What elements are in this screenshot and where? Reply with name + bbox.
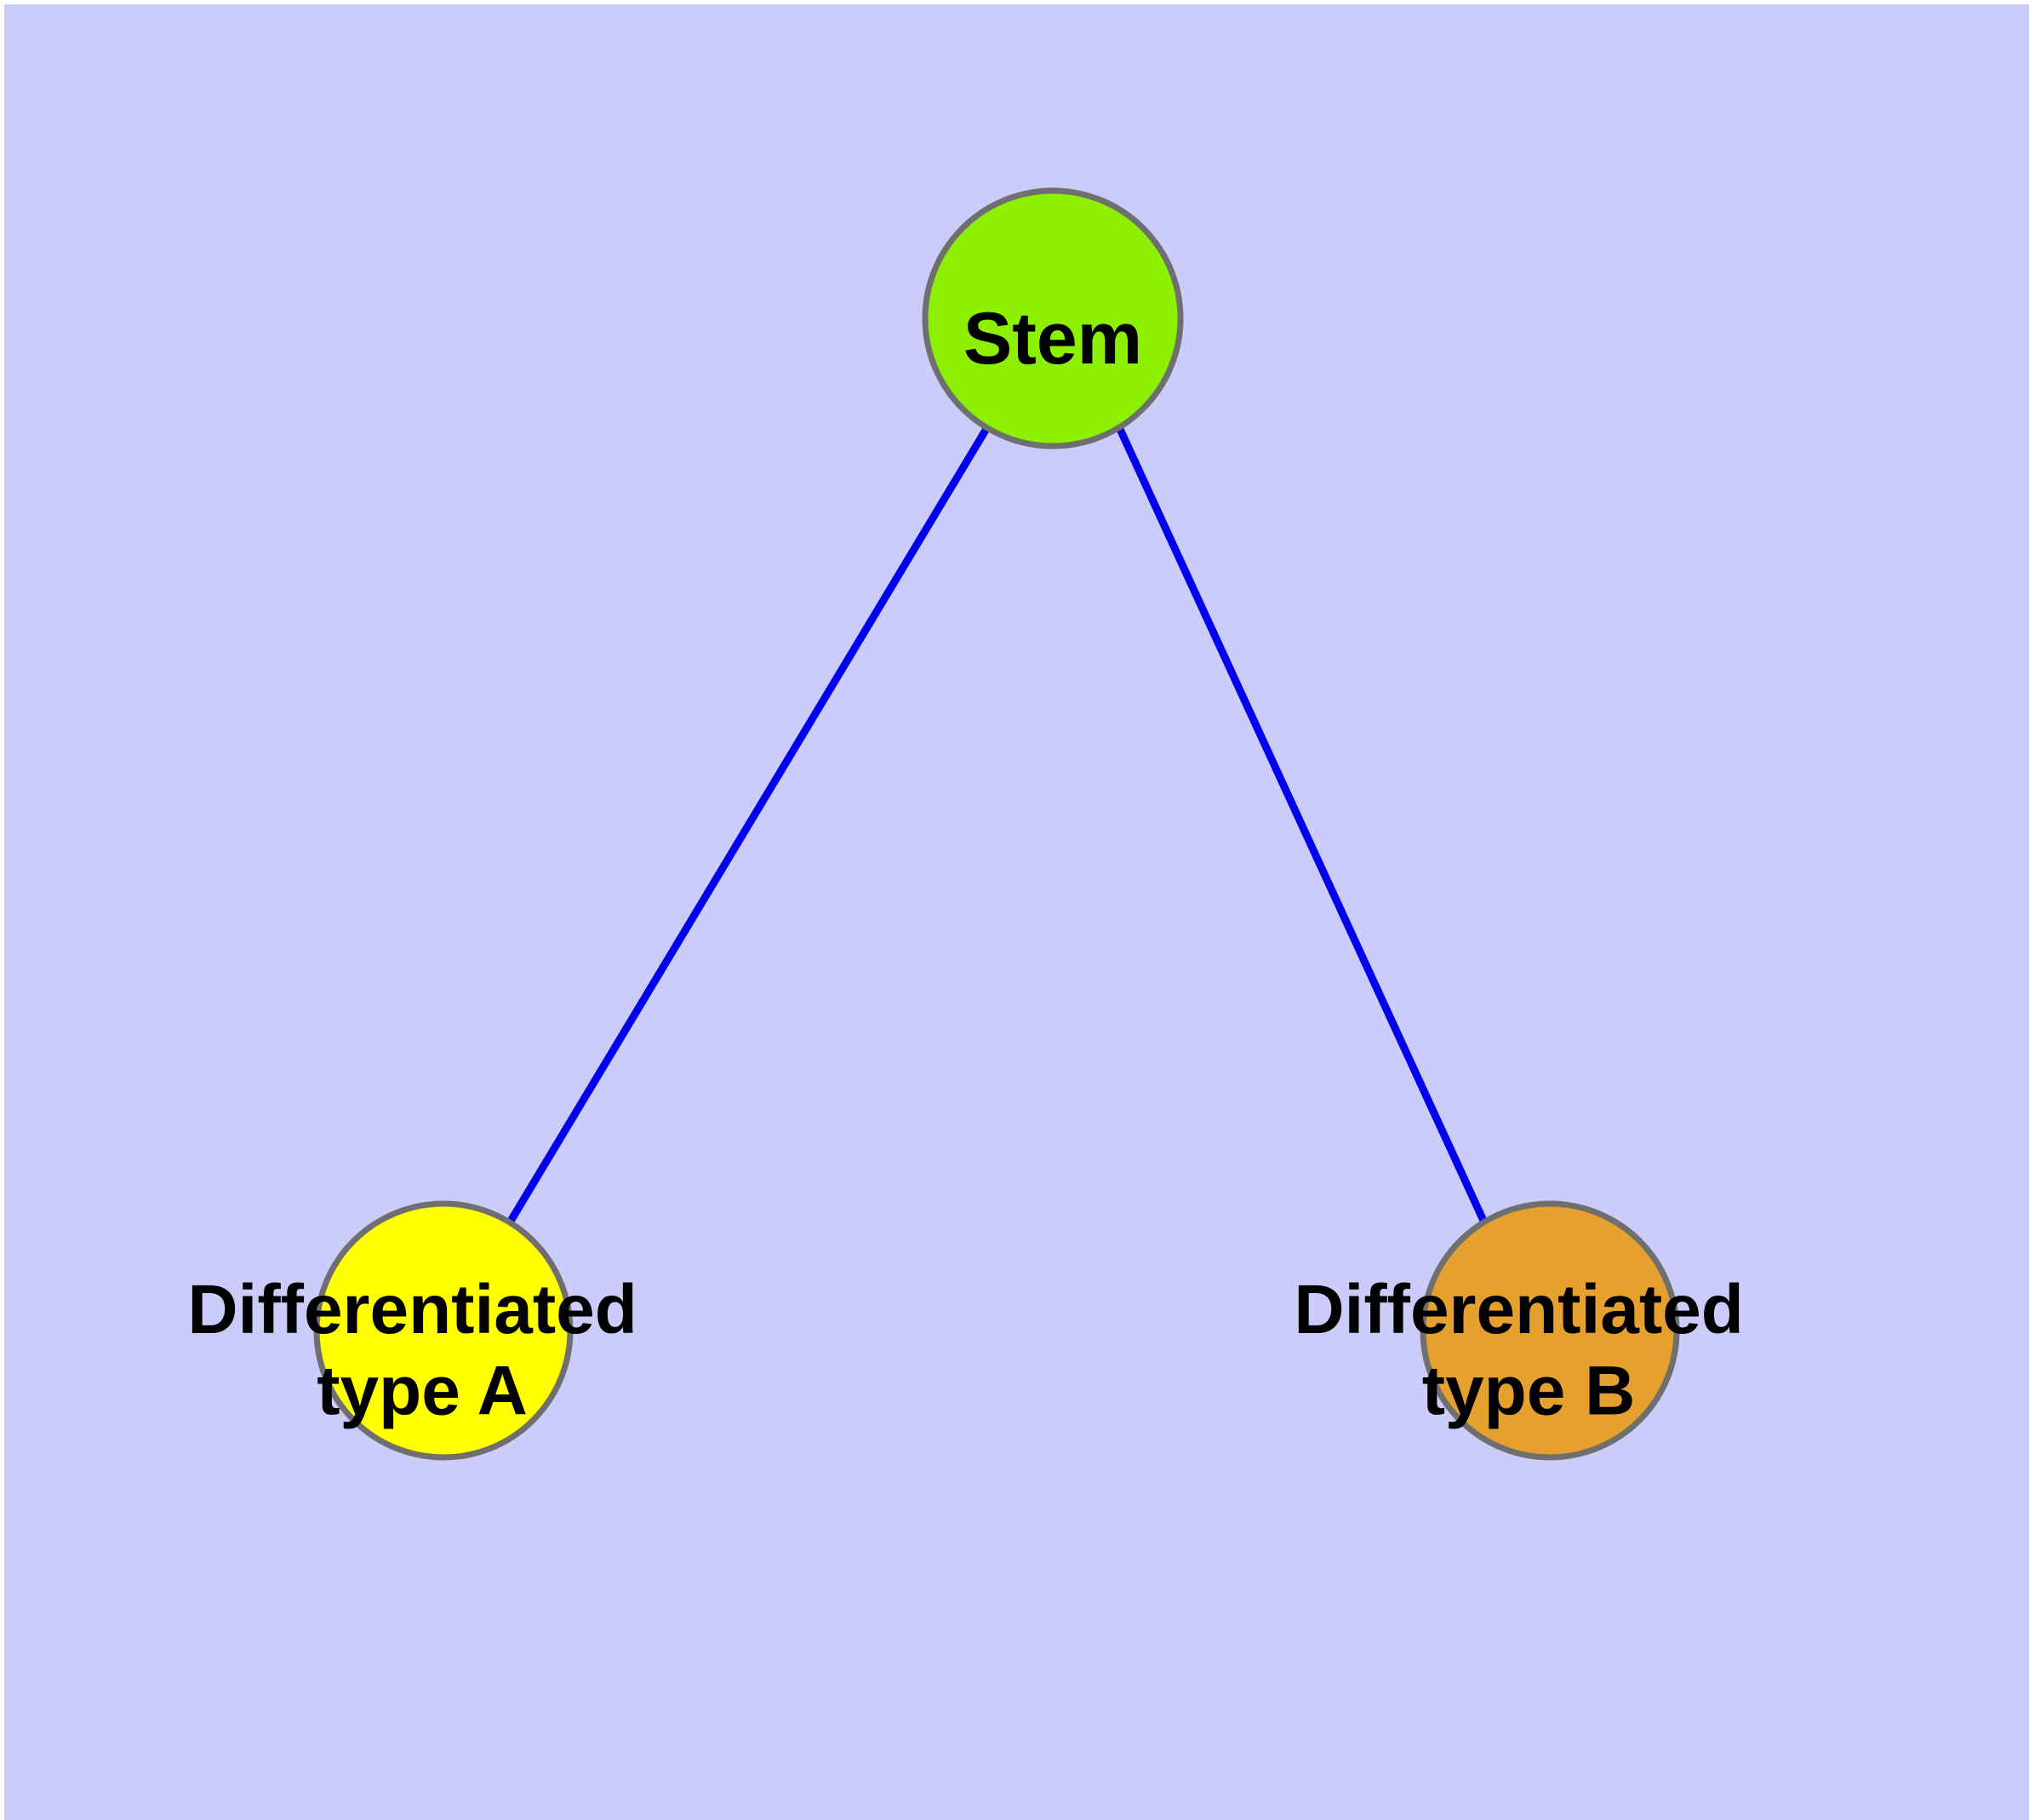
node-stem-label: Stem bbox=[963, 298, 1142, 380]
nodes-layer bbox=[313, 187, 1680, 1461]
labels-layer: Stem Differentiated type A Differentiate… bbox=[187, 298, 1763, 1429]
node-differentiated-type-a-label-line-2: type A bbox=[317, 1352, 528, 1429]
node-stem-label-line-1: Stem bbox=[963, 298, 1142, 380]
node-differentiated-type-a-label: Differentiated type A bbox=[187, 1271, 656, 1429]
node-differentiated-type-a[interactable] bbox=[313, 1200, 574, 1461]
edge-stem-to-differentiated-type-b bbox=[1115, 426, 1489, 1224]
edges-layer bbox=[506, 425, 1489, 1225]
node-differentiated-type-a-label-line-1: Differentiated bbox=[187, 1271, 637, 1348]
node-stem[interactable] bbox=[922, 187, 1184, 449]
node-differentiated-type-b-circle[interactable] bbox=[1420, 1200, 1680, 1461]
node-differentiated-type-a-circle[interactable] bbox=[313, 1200, 574, 1461]
node-differentiated-type-b-label: Differentiated type B bbox=[1294, 1271, 1763, 1429]
node-differentiated-type-b-label-line-1: Differentiated bbox=[1294, 1271, 1744, 1348]
node-differentiated-type-b[interactable] bbox=[1420, 1200, 1680, 1461]
node-stem-circle[interactable] bbox=[922, 187, 1184, 449]
node-differentiated-type-b-label-line-2: type B bbox=[1422, 1352, 1636, 1429]
edge-stem-to-differentiated-type-a bbox=[506, 425, 991, 1225]
